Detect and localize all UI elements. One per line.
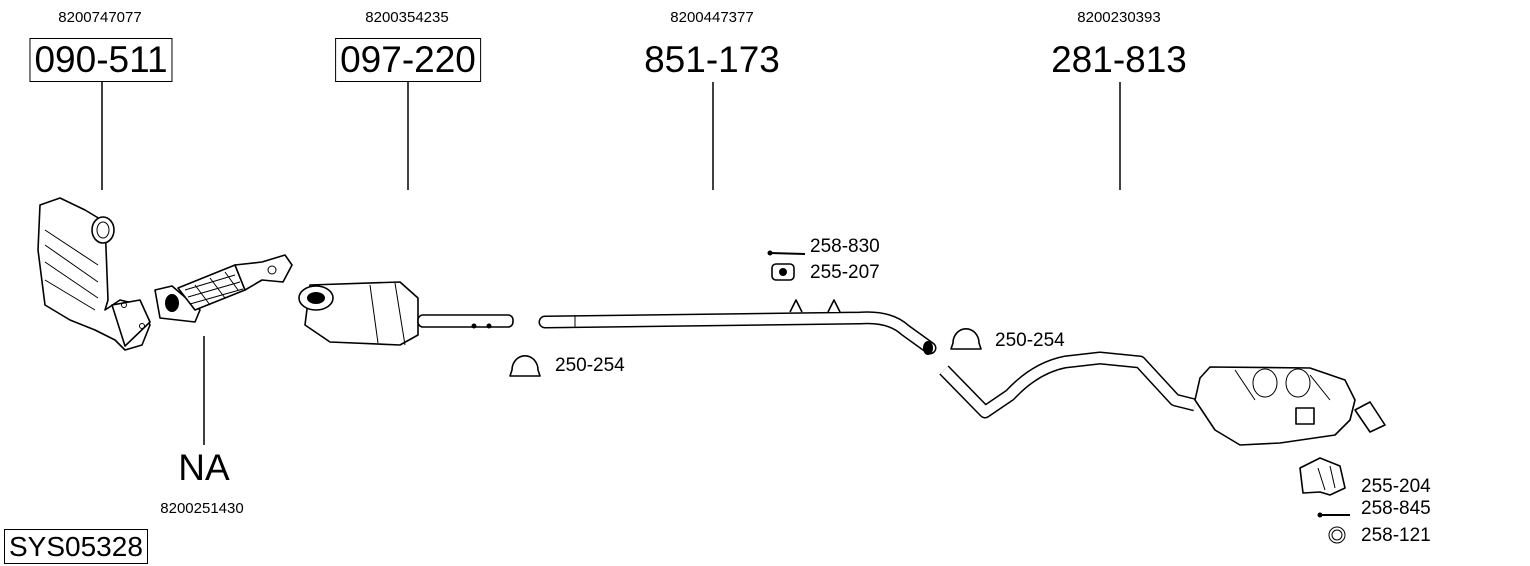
part-number-851-173[interactable]: 851-173 (644, 39, 780, 80)
accessory-label[interactable]: 250-254 (995, 330, 1065, 351)
part-number-097-220[interactable]: 097-220 (335, 38, 481, 82)
accessory-label[interactable]: 258-121 (1361, 525, 1431, 546)
rubber-mount-icon (771, 263, 795, 281)
oe-number: 8200230393 (1077, 9, 1161, 26)
bolt-icon (1317, 512, 1350, 518)
oe-number: 8200354235 (365, 9, 449, 26)
accessory-label[interactable]: 255-207 (810, 262, 880, 283)
bracket-icon (1299, 457, 1346, 496)
middle-pipe-part (538, 299, 937, 355)
oe-number: 8200251430 (160, 500, 244, 517)
bolt-icon (767, 250, 806, 256)
part-number-090-511[interactable]: 090-511 (29, 38, 173, 82)
flex-pipe-part (154, 254, 293, 323)
accessory-label[interactable]: 250-254 (555, 355, 625, 376)
clamp-icon (950, 328, 982, 350)
ring-icon (1328, 526, 1346, 544)
oe-number: 8200447377 (670, 9, 754, 26)
particulate-filter-part (298, 281, 514, 346)
accessory-label[interactable]: 258-845 (1361, 498, 1431, 519)
clamp-icon (509, 355, 541, 377)
accessory-label[interactable]: 258-830 (810, 236, 880, 257)
manifold-catalyst-part (37, 197, 151, 351)
accessory-label[interactable]: 255-204 (1361, 476, 1431, 497)
part-number-281-813[interactable]: 281-813 (1051, 39, 1187, 80)
oe-number: 8200747077 (58, 9, 142, 26)
part-number-na: NA (178, 447, 230, 488)
system-id: SYS05328 (4, 529, 148, 564)
rear-silencer-part (939, 351, 1386, 446)
